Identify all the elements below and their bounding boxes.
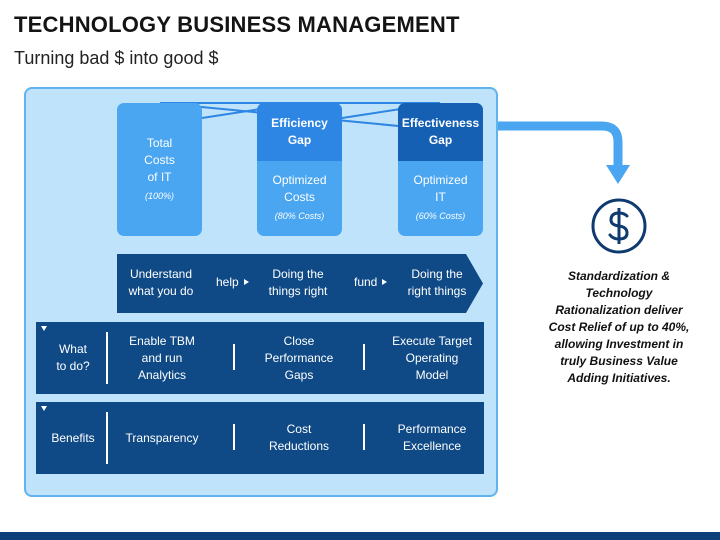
row-2-item-3-line-2: Excellence — [402, 439, 461, 453]
flow-connector-2-label: fund — [354, 275, 378, 289]
row-1-item-3-line-2: Operating — [405, 350, 459, 365]
row-1-item-1-line-3: Analytics — [137, 367, 187, 382]
row-1-item-1: Enable TBM and run Analytics — [116, 322, 208, 394]
flow-connector-fund: fund — [354, 275, 388, 289]
triangle-down-icon — [41, 406, 47, 411]
column-1-line-2: Costs — [144, 152, 175, 167]
row-divider — [106, 332, 108, 384]
row-1-label-line-1: What — [58, 342, 87, 356]
column-total-costs: Total Costs of IT (100%) — [117, 103, 202, 236]
side-line-1: Standardization & — [567, 269, 670, 283]
row-1-label: What to do? — [42, 322, 104, 394]
column-3-heading: Effectiveness Gap — [398, 103, 483, 161]
row-2-item-1-line-1: Transparency — [125, 430, 199, 445]
flow-step-3-line-2: right things — [407, 284, 467, 298]
row-2-item-1: Transparency — [116, 402, 208, 474]
flow-connector-help: help — [216, 275, 249, 289]
column-3-percent: (60% Costs) — [415, 211, 466, 221]
column-3-heading-line-1: Effectiveness — [401, 116, 480, 130]
footer-bar — [0, 532, 720, 540]
row-1-label-line-2: to do? — [56, 359, 90, 373]
row-1-item-3: Execute Target Operating Model — [382, 322, 482, 394]
row-1-item-2-line-3: Gaps — [284, 367, 314, 382]
column-3-line-1: Optimized — [413, 173, 468, 187]
item-separator — [233, 424, 235, 450]
row-benefits: Benefits Transparency Cost Reductions Pe… — [36, 402, 484, 474]
row-divider — [106, 412, 108, 464]
flow-arrow-band: Understand what you do help Doing the th… — [117, 254, 483, 313]
row-2-item-2-line-2: Reductions — [268, 439, 330, 453]
triangle-down-icon — [41, 326, 47, 331]
flow-step-2-line-1: Doing the — [272, 267, 324, 281]
row-2-item-2: Cost Reductions — [251, 402, 347, 474]
row-1-item-2-line-2: Performance — [264, 350, 334, 365]
flow-step-doing-things-right: Doing the things right — [258, 266, 338, 300]
row-2-label-line-1: Benefits — [51, 430, 95, 445]
row-1-item-1-line-1: Enable TBM — [129, 333, 195, 348]
flow-step-1-line-2: what you do — [128, 284, 194, 298]
row-1-item-3-line-3: Model — [415, 367, 449, 382]
page-title: TECHNOLOGY BUSINESS MANAGEMENT — [14, 12, 460, 37]
side-line-3: Rationalization deliver — [555, 303, 683, 317]
column-2-heading-line-2: Gap — [287, 133, 312, 147]
column-2-heading: Efficiency Gap — [257, 103, 342, 161]
flow-arrow-shape — [117, 254, 483, 313]
column-3-line-2: IT — [435, 190, 446, 204]
triangle-right-icon — [243, 279, 249, 285]
row-1-item-3-line-1: Execute Target — [392, 333, 472, 348]
column-1-line-1: Total — [146, 135, 173, 150]
row-1-item-1-line-2: and run — [141, 350, 183, 365]
side-line-6: truly Business Value — [560, 354, 678, 368]
column-2-percent: (80% Costs) — [274, 211, 325, 221]
row-1-item-2: Close Performance Gaps — [251, 322, 347, 394]
side-line-2: Technology — [585, 286, 653, 300]
row-2-item-3-line-1: Performance — [397, 422, 467, 436]
triangle-right-icon — [382, 279, 388, 285]
row-2-item-3: Performance Excellence — [382, 402, 482, 474]
column-2-line-1: Optimized — [272, 173, 327, 187]
row-2-item-2-line-1: Cost — [286, 422, 312, 436]
side-line-5: allowing Investment in — [554, 337, 684, 351]
column-1-percent: (100%) — [144, 190, 174, 201]
flow-step-doing-right-things: Doing the right things — [397, 266, 477, 300]
page-subtitle: Turning bad $ into good $ — [14, 48, 219, 68]
flow-connector-1-label: help — [216, 275, 239, 289]
side-line-4: Cost Relief of up to 40%, — [548, 320, 690, 334]
row-2-label: Benefits — [42, 402, 104, 474]
flow-step-3-line-1: Doing the — [411, 267, 463, 281]
flow-step-2-line-2: things right — [268, 284, 328, 298]
row-what-to-do: What to do? Enable TBM and run Analytics… — [36, 322, 484, 394]
side-description: Standardization & Technology Rationaliza… — [540, 268, 698, 387]
column-3-heading-line-2: Gap — [428, 133, 453, 147]
column-effectiveness-gap: Effectiveness Gap Optimized IT (60% Cost… — [398, 103, 483, 236]
flow-step-understand: Understand what you do — [121, 266, 201, 300]
output-arrow — [498, 121, 623, 170]
item-separator — [363, 424, 365, 450]
flow-step-1-line-1: Understand — [129, 267, 193, 281]
row-1-item-2-line-1: Close — [283, 333, 315, 348]
item-separator — [233, 344, 235, 370]
side-line-7: Adding Initiatives. — [567, 371, 671, 385]
column-efficiency-gap: Efficiency Gap Optimized Costs (80% Cost… — [257, 103, 342, 236]
dollar-circle-icon — [591, 198, 647, 254]
column-1-line-3: of IT — [147, 169, 172, 184]
item-separator — [363, 344, 365, 370]
column-2-line-2: Costs — [284, 190, 315, 204]
column-2-heading-line-1: Efficiency — [271, 116, 328, 130]
